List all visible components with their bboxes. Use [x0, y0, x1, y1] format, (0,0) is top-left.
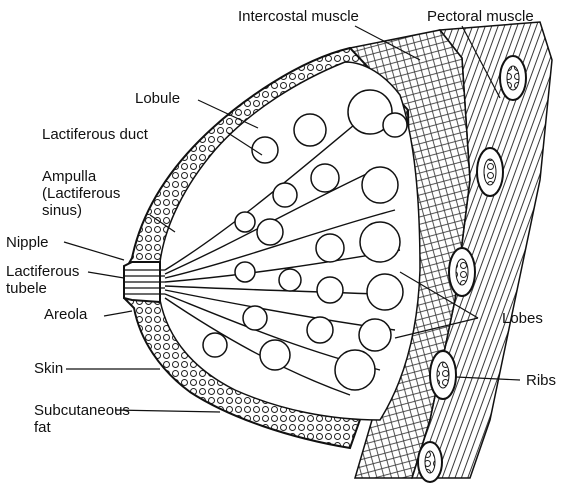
label-lactiferous-tubule-line1: Lactiferous	[6, 263, 79, 280]
label-subcutaneous-fat: Subcutaneous fat	[34, 402, 130, 436]
label-ampulla-line1: Ampulla	[42, 168, 120, 185]
label-pectoral-muscle: Pectoral muscle	[427, 8, 534, 25]
label-skin: Skin	[34, 360, 63, 377]
label-areola: Areola	[44, 306, 87, 323]
label-lactiferous-tubule-line2: tubele	[6, 280, 79, 297]
label-nipple: Nipple	[6, 234, 49, 251]
label-subcutaneous-fat-line2: fat	[34, 419, 130, 436]
label-subcutaneous-fat-line1: Subcutaneous	[34, 402, 130, 419]
label-intercostal-muscle: Intercostal muscle	[238, 8, 359, 25]
label-lactiferous-duct: Lactiferous duct	[42, 126, 148, 143]
label-ampulla-line2: (Lactiferous	[42, 185, 120, 202]
label-ribs: Ribs	[526, 372, 556, 389]
label-ampulla-line3: sinus)	[42, 202, 120, 219]
label-lobule: Lobule	[135, 90, 180, 107]
label-ampulla: Ampulla (Lactiferous sinus)	[42, 168, 120, 219]
label-lactiferous-tubule: Lactiferous tubele	[6, 263, 79, 297]
label-lobes: Lobes	[502, 310, 543, 327]
